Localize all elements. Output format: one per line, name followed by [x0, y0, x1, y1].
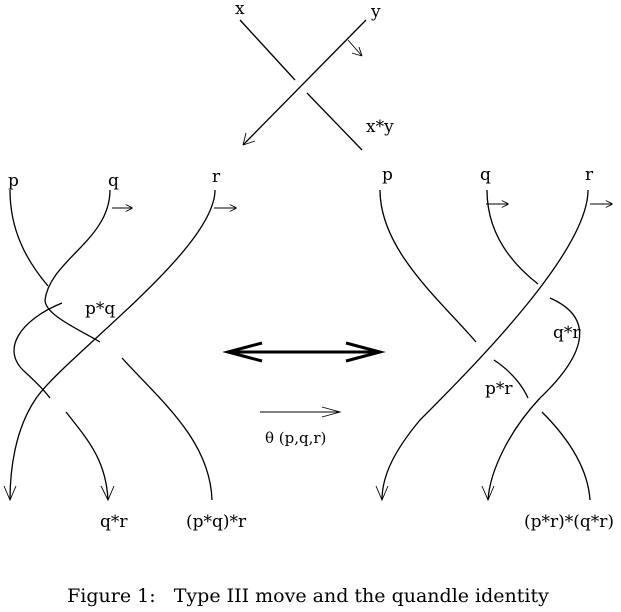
right-strand-p-lower	[493, 359, 529, 399]
left-label-p: p	[8, 171, 19, 191]
crossing-arrowhead	[242, 132, 256, 146]
left-braid: p q r p*q q*r (p*q)*r	[3, 167, 247, 532]
right-label-pr-star-qr: (p*r)*(q*r)	[524, 512, 614, 532]
right-strand-p-bottom	[541, 411, 591, 501]
left-label-q-star-r: q*r	[100, 512, 128, 532]
left-label-r: r	[212, 167, 221, 187]
left-strand-p-upper	[9, 189, 49, 287]
crossing-under-strand-upper	[239, 19, 296, 81]
left-strand-p-middle	[13, 302, 63, 399]
crossing-under-strand-lower	[306, 92, 363, 151]
right-label-p-star-r: p*r	[485, 379, 513, 399]
right-label-p: p	[382, 165, 393, 185]
left-strand-p-lower	[65, 411, 109, 501]
theta-arrowhead	[321, 406, 342, 418]
right-arrowhead-q	[481, 485, 495, 502]
right-strand-p-upper	[379, 189, 477, 343]
orientation-arrow-y	[347, 39, 363, 57]
left-label-q: q	[108, 171, 119, 191]
crossing-over-strand	[242, 19, 367, 146]
figure-caption: Figure 1: Type III move and the quandle …	[67, 585, 549, 607]
right-strand-q-middle	[487, 297, 581, 501]
left-strand-q	[44, 189, 111, 343]
right-arrowhead-p	[375, 485, 389, 502]
right-braid: p q r q*r p*r (p*r)*(q*r)	[375, 165, 614, 532]
left-label-pq-star-r: (p*q)*r	[186, 512, 247, 532]
left-strand-r	[9, 189, 216, 501]
double-arrow-right-head	[345, 341, 386, 363]
label-y: y	[370, 2, 381, 22]
top-crossing: x y x*y	[235, 0, 394, 151]
right-strand-q-upper	[486, 189, 539, 285]
label-x-star-y: x*y	[366, 117, 394, 137]
double-arrow-left-head	[222, 341, 263, 363]
right-label-q: q	[480, 165, 491, 185]
label-x: x	[235, 0, 245, 19]
left-label-p-star-q: p*q	[85, 299, 115, 319]
right-label-r: r	[585, 165, 594, 185]
right-strand-r	[381, 189, 589, 501]
left-strand-q-lower	[121, 357, 213, 501]
move-arrows: θ (p,q,r)	[222, 341, 386, 447]
left-arrowhead-q-r	[100, 485, 115, 502]
right-label-q-star-r: q*r	[553, 323, 581, 343]
theta-label: θ (p,q,r)	[265, 429, 326, 447]
left-arrowhead-p	[3, 485, 17, 502]
